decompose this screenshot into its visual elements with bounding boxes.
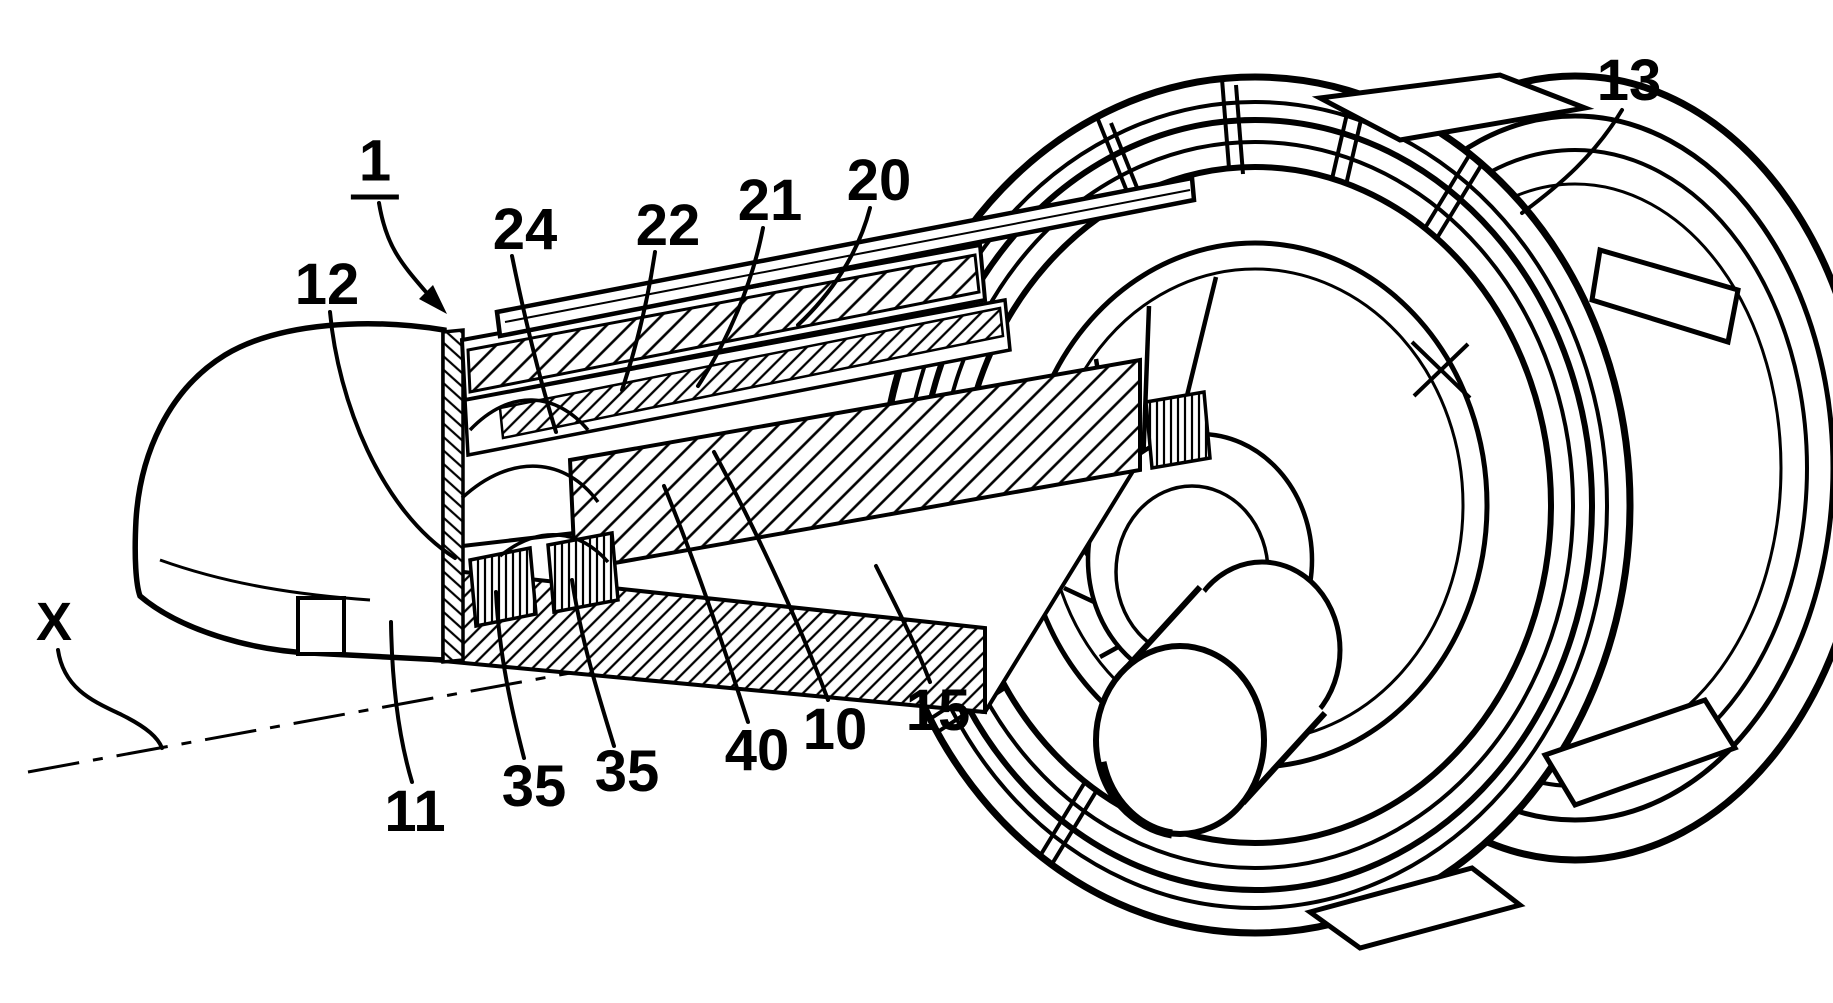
ref-label-1-text: 1 [351, 133, 399, 200]
ref-label-35b: 35 [595, 743, 660, 801]
dome-cut-rim [443, 330, 463, 662]
ref-label-11: 11 [384, 783, 445, 841]
ref-label-20: 20 [847, 152, 912, 210]
ref-label-22: 22 [636, 197, 701, 255]
ref-label-1: 1 [351, 133, 399, 200]
leader-1 [379, 203, 426, 292]
bearing-spline [470, 548, 536, 626]
ref-label-21: 21 [738, 172, 803, 230]
ref-label-13: 13 [1597, 52, 1662, 110]
ref-label-12: 12 [295, 256, 360, 314]
ref-label-15: 15 [906, 682, 971, 740]
spinner-dome [135, 324, 444, 660]
ref-label-24: 24 [493, 201, 558, 259]
ref-label-35a: 35 [502, 758, 567, 816]
ref-label-40: 40 [725, 722, 790, 780]
axis-label-x: X [36, 595, 72, 649]
bearing-spline [1146, 392, 1210, 468]
ref-label-10: 10 [803, 701, 868, 759]
bearing-spline [548, 533, 618, 612]
leader-X [58, 650, 162, 748]
